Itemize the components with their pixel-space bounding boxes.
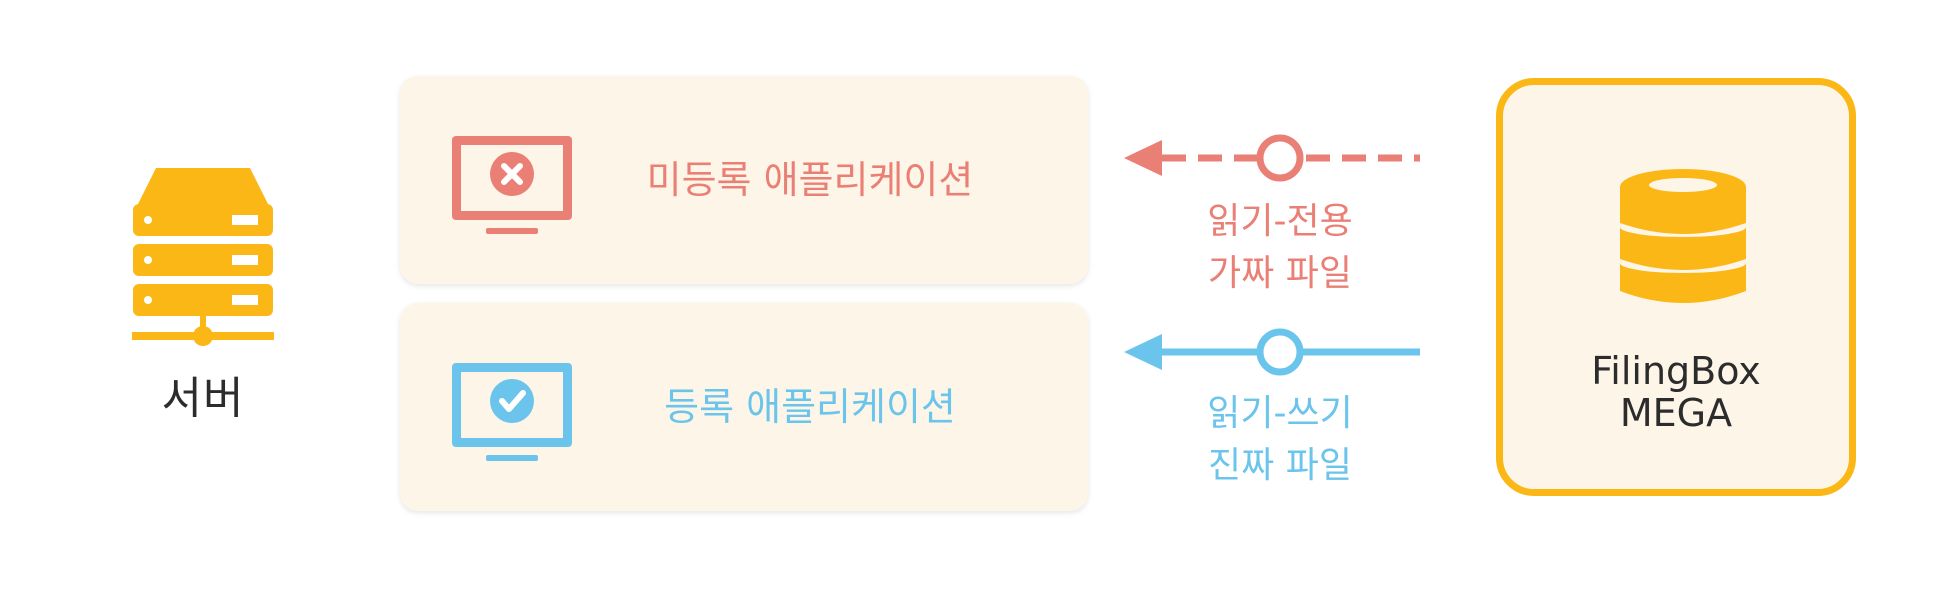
filingbox-line1: FilingBox	[1591, 349, 1761, 393]
server-label: 서버	[161, 373, 245, 424]
monitor-x-icon	[452, 136, 572, 234]
unregistered-app-label: 미등록 애플리케이션	[646, 158, 974, 202]
read-write-arrow	[1124, 328, 1420, 376]
database-icon	[1620, 169, 1746, 303]
read-write-line2: 진짜 파일	[1208, 445, 1352, 486]
filingbox-card: FilingBox MEGA	[1496, 78, 1856, 496]
read-only-label: 읽기-전용 가짜 파일	[1180, 196, 1380, 300]
unregistered-app-card: 미등록 애플리케이션	[400, 76, 1088, 284]
server-icon	[132, 168, 274, 346]
read-only-line2: 가짜 파일	[1208, 253, 1352, 294]
monitor-check-icon	[452, 363, 572, 461]
read-only-arrow	[1124, 134, 1420, 182]
server: 서버	[128, 164, 278, 434]
filingbox-line2: MEGA	[1619, 391, 1733, 435]
arrows	[1124, 134, 1420, 376]
read-write-line1: 읽기-쓰기	[1207, 393, 1353, 434]
read-write-label: 읽기-쓰기 진짜 파일	[1180, 388, 1380, 492]
registered-app-card: 등록 애플리케이션	[400, 303, 1088, 511]
registered-app-label: 등록 애플리케이션	[664, 385, 956, 429]
filingbox-name: FilingBox MEGA	[1503, 350, 1849, 434]
read-only-line1: 읽기-전용	[1207, 201, 1353, 242]
